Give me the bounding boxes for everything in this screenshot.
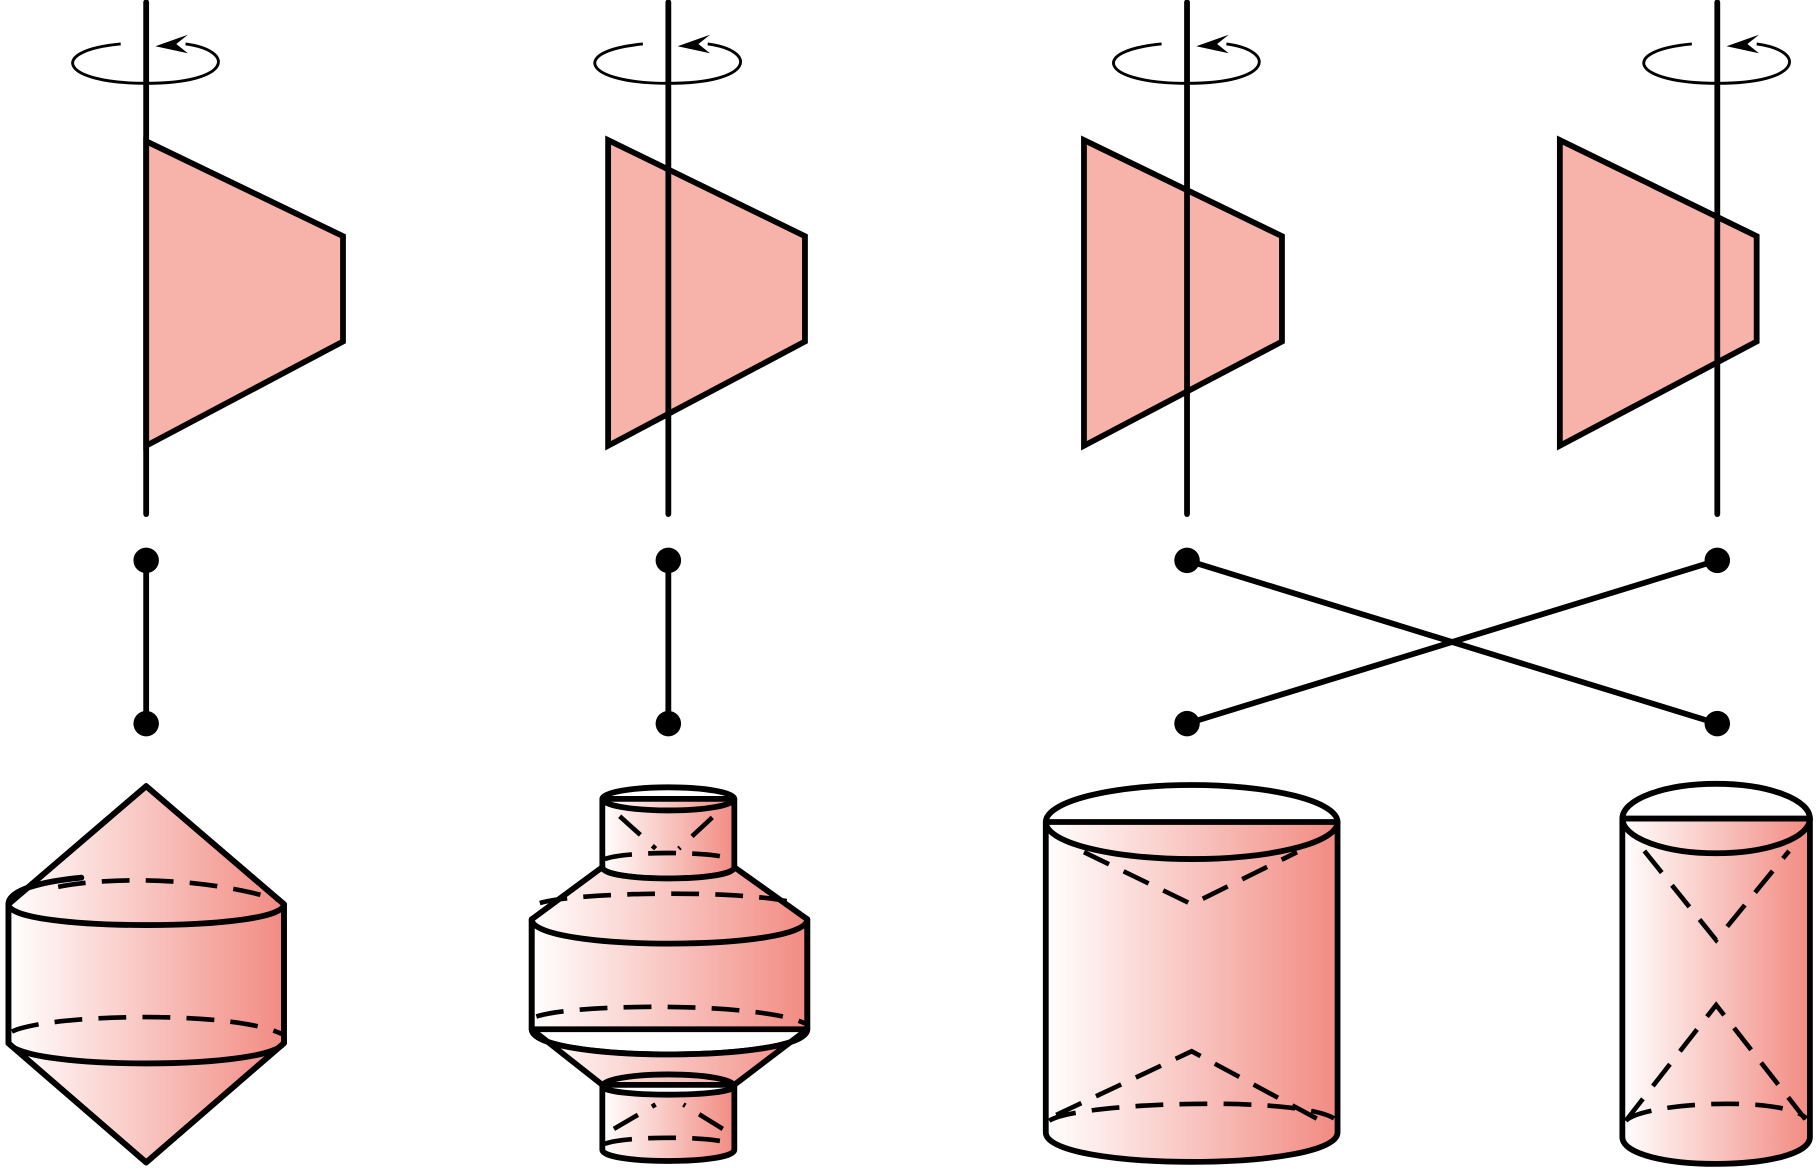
solid-1 <box>5 783 287 1166</box>
dot-top-1[interactable] <box>133 547 159 574</box>
dot-top-3[interactable] <box>1174 547 1200 574</box>
rotation-arrow-icon <box>593 34 742 85</box>
rotation-arrow-icon <box>1642 34 1791 85</box>
rotation-arrow-icon <box>1112 34 1261 85</box>
solid-2 <box>528 784 811 1164</box>
trapezoid-1 <box>143 136 346 451</box>
dot-bottom-1[interactable] <box>133 710 159 737</box>
solid-3 <box>1042 782 1341 1165</box>
trapezoid-2 <box>605 135 808 451</box>
dot-top-2[interactable] <box>655 547 682 574</box>
figure-1 <box>71 0 346 517</box>
matching-lines <box>133 547 1731 737</box>
dot-bottom-2[interactable] <box>655 710 682 737</box>
figure-2 <box>593 0 808 517</box>
dot-bottom-4[interactable] <box>1704 710 1731 737</box>
dot-top-4[interactable] <box>1704 547 1731 574</box>
match-line-4 <box>1184 557 1721 727</box>
rotation-arrow-icon <box>71 34 220 85</box>
dot-bottom-3[interactable] <box>1174 710 1200 737</box>
trapezoid-3 <box>1081 135 1285 451</box>
figure-4 <box>1556 0 1791 517</box>
solid-4 <box>1619 780 1813 1167</box>
trapezoid-4 <box>1556 135 1760 451</box>
figure-3 <box>1081 0 1285 517</box>
